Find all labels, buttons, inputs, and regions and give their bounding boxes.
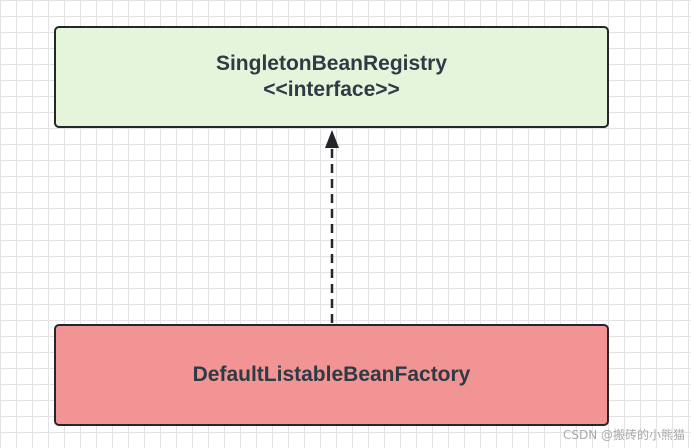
arrowhead-icon: [325, 130, 339, 148]
interface-class-name: SingletonBeanRegistry: [215, 51, 448, 75]
interface-stereotype: <<interface>>: [263, 78, 400, 101]
watermark: CSDN @搬砖的小熊猫: [562, 428, 685, 442]
implementation-class-box[interactable]: DefaultListableBeanFactory: [54, 324, 609, 426]
implementation-class-name: DefaultListableBeanFactory: [192, 362, 471, 386]
interface-class-box[interactable]: SingletonBeanRegistry <<interface>>: [54, 26, 609, 128]
